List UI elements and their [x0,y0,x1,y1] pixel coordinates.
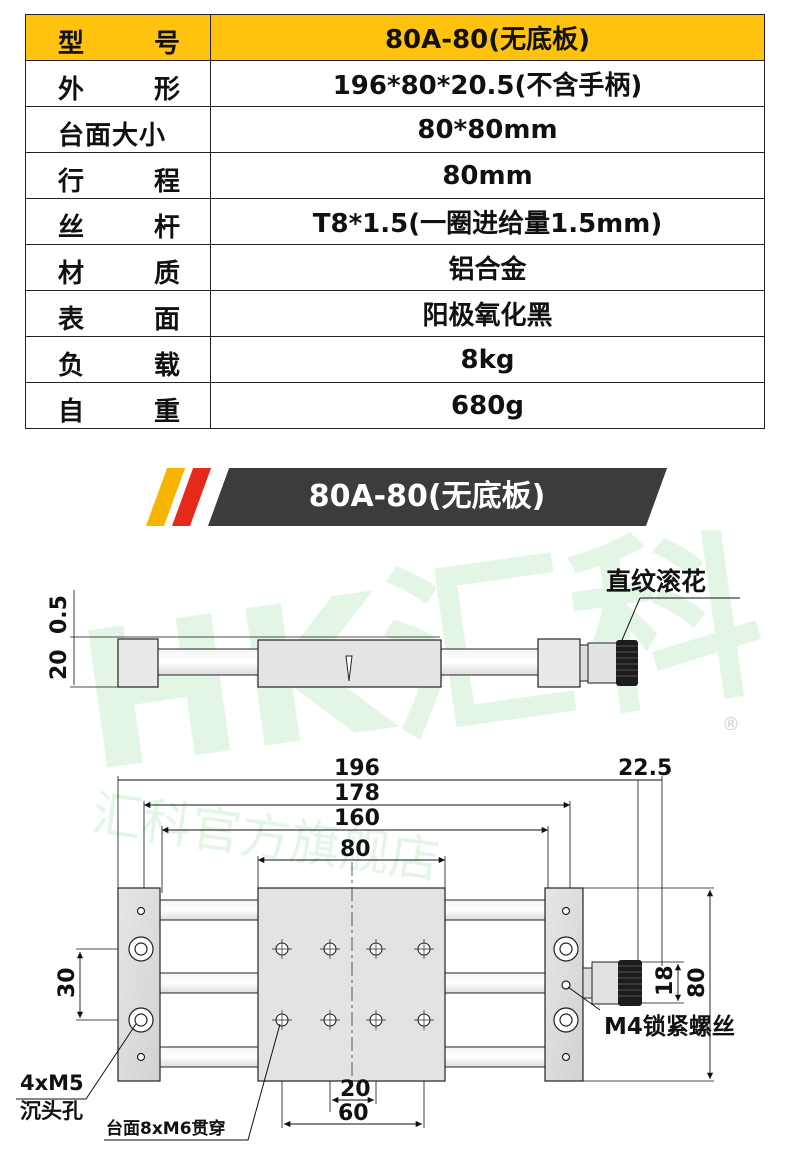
spec-key-char2: 杆 [154,213,181,243]
spec-value: 阳极氧化黑 [210,290,765,337]
side-rod-right [439,648,546,676]
spec-row: 行 程 80mm [25,152,765,199]
side-end-block-left [117,638,159,688]
side-view: 直纹滚花 20 0.5 [47,567,740,688]
spec-value: T8*1.5(一圈进给量1.5mm) [210,198,765,245]
spec-value: 680g [210,382,765,429]
spec-value: 铝合金 [210,244,765,291]
dim-22-5: 22.5 [618,756,672,781]
spec-row: 材 质 铝合金 [25,244,765,291]
section-banner: 80A-80(无底板) [146,468,668,526]
spec-key: 台面大小 [25,106,211,153]
spec-value: 196*80*20.5(不含手柄) [210,60,765,107]
spec-key-char1: 丝 [58,213,85,243]
spec-header-row: 型 号 80A-80(无底板) [25,14,765,61]
knurled-knob-icon [616,640,638,686]
dim-160: 160 [334,806,380,831]
spec-key: 自 重 [25,382,211,429]
hole-crosshairs [272,939,434,1030]
spec-value: 80*80mm [210,106,765,153]
side-dim-height: 20 [47,649,72,680]
watermark-shop: 汇科官方旗舰店 [88,784,443,890]
spec-key-char1: 行 [58,167,85,197]
spec-row: 丝 杆 T8*1.5(一圈进给量1.5mm) [25,198,765,245]
spec-row: 负 载 8kg [25,336,765,383]
spec-key: 行 程 [25,152,211,199]
spec-key-char2: 形 [154,75,181,105]
spec-key-char2: 载 [154,351,181,381]
spec-row: 外 形 196*80*20.5(不含手柄) [25,60,765,107]
knob-top-icon [618,960,642,1006]
spec-key: 表 面 [25,290,211,337]
m5-leader [16,1023,137,1100]
spec-key-char1: 负 [58,351,85,381]
knob-label: 直纹滚花 [606,567,706,596]
spec-key: 外 形 [25,60,211,107]
side-knob-collar [579,644,589,682]
knob-top-knurl [618,965,642,997]
spec-key-char1: 外 [58,75,85,105]
spec-key: 材 质 [25,244,211,291]
dim-178: 178 [334,781,380,806]
registered-mark: ® [722,714,740,735]
side-dim-top: 0.5 [47,595,72,634]
spec-row: 台面大小 80*80mm [25,106,765,153]
spec-table: 型 号 80A-80(无底板) 外 形 196*80*20.5(不含手柄) 台面… [25,14,765,429]
spec-row: 表 面 阳极氧化黑 [25,290,765,337]
dim-196: 196 [334,756,380,781]
top-view: 196 178 160 80 22.5 30 18 80 20 60 M4锁紧螺… [16,756,735,1141]
spec-key-char2: 程 [154,167,181,197]
dim-18: 18 [653,965,678,996]
spec-key-char1: 自 [58,397,85,427]
carriage-plate [257,887,446,1082]
spec-key: 型 号 [25,14,211,61]
spec-key: 负 载 [25,336,211,383]
dim-30: 30 [55,967,80,998]
spec-value: 8kg [210,336,765,383]
knob-body [591,961,621,1005]
spec-key-char1: 表 [58,305,85,335]
knob-leader-line [621,597,641,641]
spec-value: 80A-80(无底板) [210,14,765,61]
lock-screw-leader [567,986,601,1011]
end-plate-left [117,887,161,1082]
dim-20: 20 [340,1077,371,1102]
banner-title: 80A-80(无底板) [308,479,546,514]
m5-label-line2: 沉头孔 [20,1099,83,1123]
spec-key-char2: 重 [154,397,181,427]
m5-label-line1: 4xM5 [20,1071,84,1095]
spec-key-char1: 材 [58,259,85,289]
spec-key-char2: 号 [154,29,181,59]
lock-screw-label: M4锁紧螺丝 [604,1013,735,1040]
spec-key-full: 台面大小 [58,121,167,151]
spec-key-char2: 面 [154,305,181,335]
spec-key-char2: 质 [154,259,181,289]
side-pointer-icon [345,655,353,682]
dim-80: 80 [340,837,371,862]
side-knob-body [587,642,619,684]
spec-value: 80mm [210,152,765,199]
spec-row: 自 重 680g [25,382,765,429]
side-rod-left [154,648,266,676]
knurl-lines [616,645,638,677]
spec-key: 丝 杆 [25,198,211,245]
dim-60: 60 [338,1101,369,1126]
dim-80-vertical: 80 [685,967,710,998]
technical-drawing: HK汇科 汇科官方旗舰店 ® 直纹滚花 20 0.5 [16,530,776,1141]
table-holes-label: 台面8xM6贯穿 [106,1118,226,1139]
m6-leader [104,1023,281,1141]
side-end-block-right [537,638,581,688]
end-plate-holes [128,906,579,1062]
spec-key-char1: 型 [58,29,85,59]
